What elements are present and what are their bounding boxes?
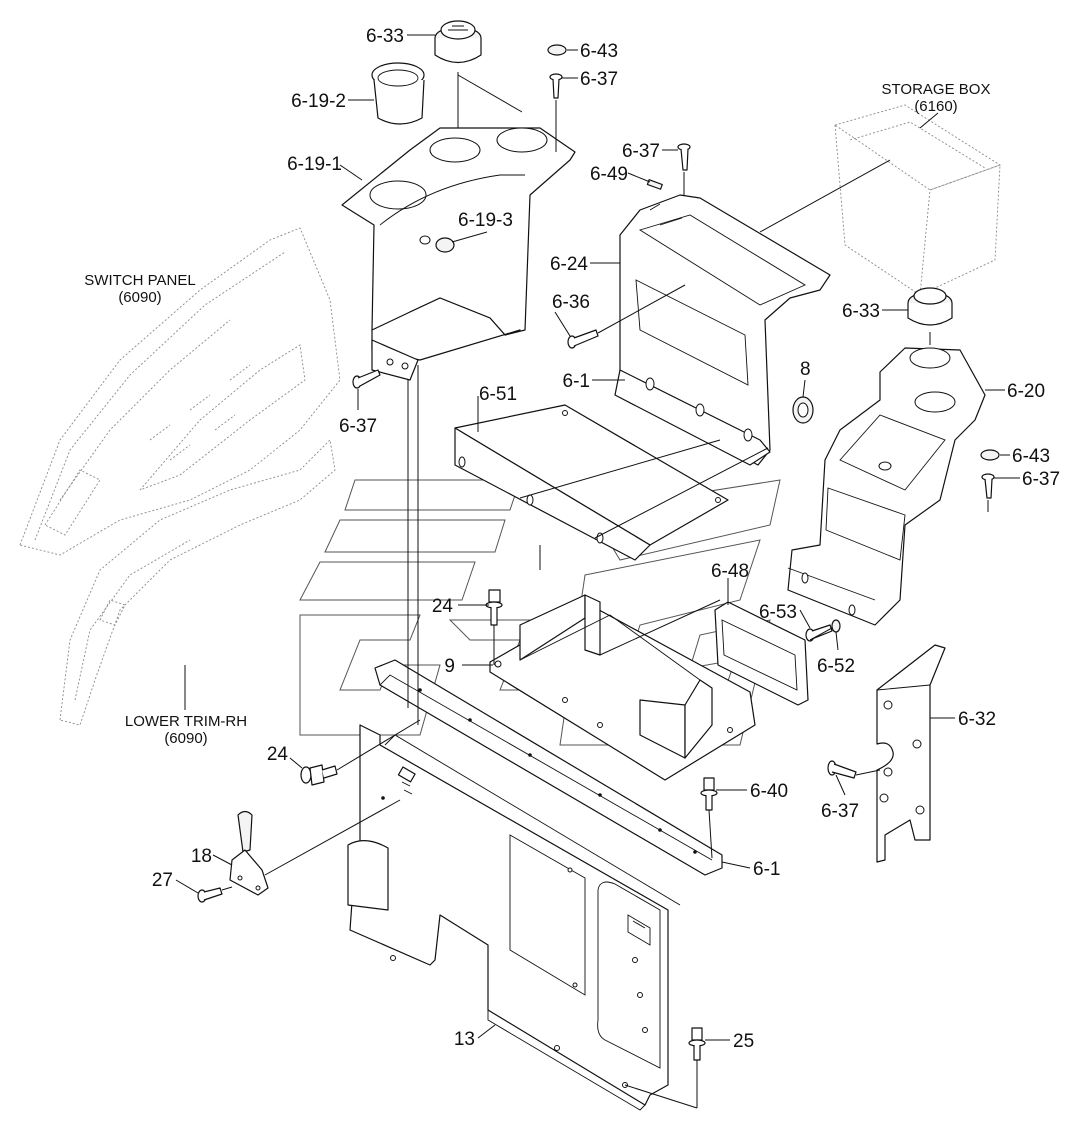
callout-6-49: 6-49 xyxy=(590,164,628,185)
callout-6-33-right: 6-33 xyxy=(842,301,880,322)
callout-24-lower: 24 xyxy=(267,744,289,765)
callout-6-53: 6-53 xyxy=(759,602,797,623)
callout-13: 13 xyxy=(454,1029,475,1050)
callout-6-37-right: 6-37 xyxy=(1022,469,1060,490)
callout-6-40: 6-40 xyxy=(750,781,788,802)
part-9-tray xyxy=(489,594,756,781)
callout-6-43-right: 6-43 xyxy=(1012,446,1050,467)
part-6-19-3-plug xyxy=(435,237,455,253)
part-6-32-plate xyxy=(876,644,946,863)
part-6-19-2-cup xyxy=(371,62,425,125)
lower-trim-label: LOWER TRIM-RH xyxy=(125,713,247,730)
callout-25: 25 xyxy=(733,1031,754,1052)
reference-labels: STORAGE BOX (6160) SWITCH PANEL (6090) L… xyxy=(84,81,990,747)
part-6-24-panel xyxy=(614,194,831,466)
callout-6-48: 6-48 xyxy=(711,561,749,582)
part-18-handle xyxy=(229,810,269,896)
screw-6-37-right xyxy=(981,473,995,499)
screw-6-37-mid xyxy=(677,143,691,171)
lower-trim-ghost xyxy=(59,439,336,726)
part-6-43-cap-right xyxy=(980,449,1000,461)
callout-8: 8 xyxy=(800,359,811,380)
callout-24-upper: 24 xyxy=(432,596,454,617)
callout-6-1-top: 6-1 xyxy=(563,371,590,392)
callout-6-19-3: 6-19-3 xyxy=(458,210,513,231)
bolt-24-lower xyxy=(300,764,338,786)
switch-panel-code: (6090) xyxy=(118,289,161,306)
bolt-25 xyxy=(688,1027,706,1061)
callout-6-52: 6-52 xyxy=(817,656,855,677)
screw-27 xyxy=(197,887,223,903)
bolt-6-40 xyxy=(700,777,718,811)
part-6-1-rail xyxy=(374,659,723,876)
part-8-grommet xyxy=(792,396,814,424)
callout-6-19-2: 6-19-2 xyxy=(291,91,346,112)
part-6-20-console xyxy=(787,347,986,626)
washer-6-52 xyxy=(831,619,841,633)
callout-6-19-1: 6-19-1 xyxy=(287,154,342,175)
part-6-33-cap-right xyxy=(907,287,953,326)
callout-6-43-top: 6-43 xyxy=(580,41,618,62)
storage-box-code: (6160) xyxy=(914,98,957,115)
part-6-51-lid xyxy=(454,404,729,561)
screw-6-37-bottom xyxy=(827,760,857,779)
callout-27: 27 xyxy=(152,870,173,891)
callout-6-1-bottom: 6-1 xyxy=(753,859,780,880)
screw-6-36 xyxy=(567,329,599,349)
storage-box-ghost xyxy=(833,104,1002,296)
part-6-43-cap-top xyxy=(547,44,567,56)
callout-6-32: 6-32 xyxy=(958,709,996,730)
part-6-19-1-console xyxy=(341,127,576,381)
part-6-49-clip xyxy=(646,179,663,190)
screw-6-37-top xyxy=(549,73,563,99)
lower-trim-code: (6090) xyxy=(164,730,207,747)
storage-box-label: STORAGE BOX xyxy=(882,81,991,98)
callout-6-24: 6-24 xyxy=(550,254,588,275)
callout-6-36: 6-36 xyxy=(552,292,590,313)
callout-18: 18 xyxy=(191,846,212,867)
switch-panel-ghost xyxy=(19,227,341,556)
screw-6-37-left xyxy=(352,369,381,389)
part-6-33-cap-top xyxy=(434,20,482,64)
part-13-base-plate xyxy=(347,724,681,1111)
callout-6-37-bottom: 6-37 xyxy=(821,801,859,822)
callout-6-51: 6-51 xyxy=(479,384,517,405)
callout-labels: 6-33 6-43 6-37 6-19-2 6-19-1 6-19-3 6-37… xyxy=(152,26,1060,1052)
callout-6-33-top: 6-33 xyxy=(366,26,404,47)
switch-panel-label: SWITCH PANEL xyxy=(84,272,195,289)
callout-6-37-mid: 6-37 xyxy=(622,141,660,162)
callout-6-20: 6-20 xyxy=(1007,381,1045,402)
callout-9: 9 xyxy=(444,656,455,677)
callout-6-37-top: 6-37 xyxy=(580,69,618,90)
callout-6-37-left: 6-37 xyxy=(339,416,377,437)
leader-lines xyxy=(175,34,1020,1109)
